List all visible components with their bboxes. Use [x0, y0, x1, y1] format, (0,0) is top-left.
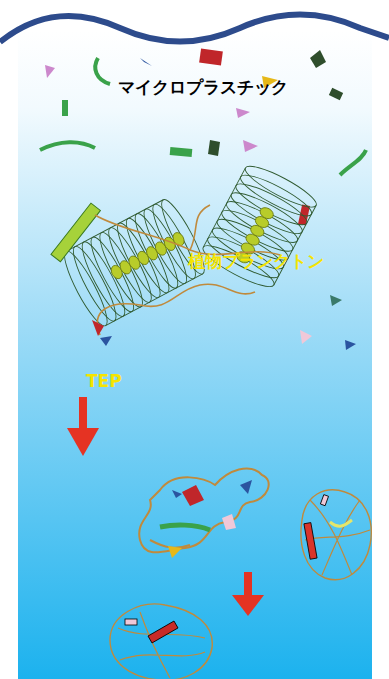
diatom-right: [199, 160, 320, 293]
microplastic-fragment: [92, 320, 104, 336]
plastic-fiber: [51, 203, 100, 262]
tep-aggregate: [139, 468, 268, 558]
arrow-down: [67, 397, 99, 456]
marine-snow: [301, 490, 371, 580]
text-label: マイクロプラスチック: [118, 78, 288, 97]
arrow-down: [232, 572, 264, 616]
sea-surface: [0, 15, 389, 43]
marine-snow: [110, 604, 212, 679]
text-label: TEP: [86, 372, 122, 391]
text-label: 植物プランクトン: [188, 252, 324, 271]
microplastic-fragment: [100, 336, 112, 346]
microplastic-fragments: [40, 49, 366, 350]
sea-water: [18, 30, 372, 679]
